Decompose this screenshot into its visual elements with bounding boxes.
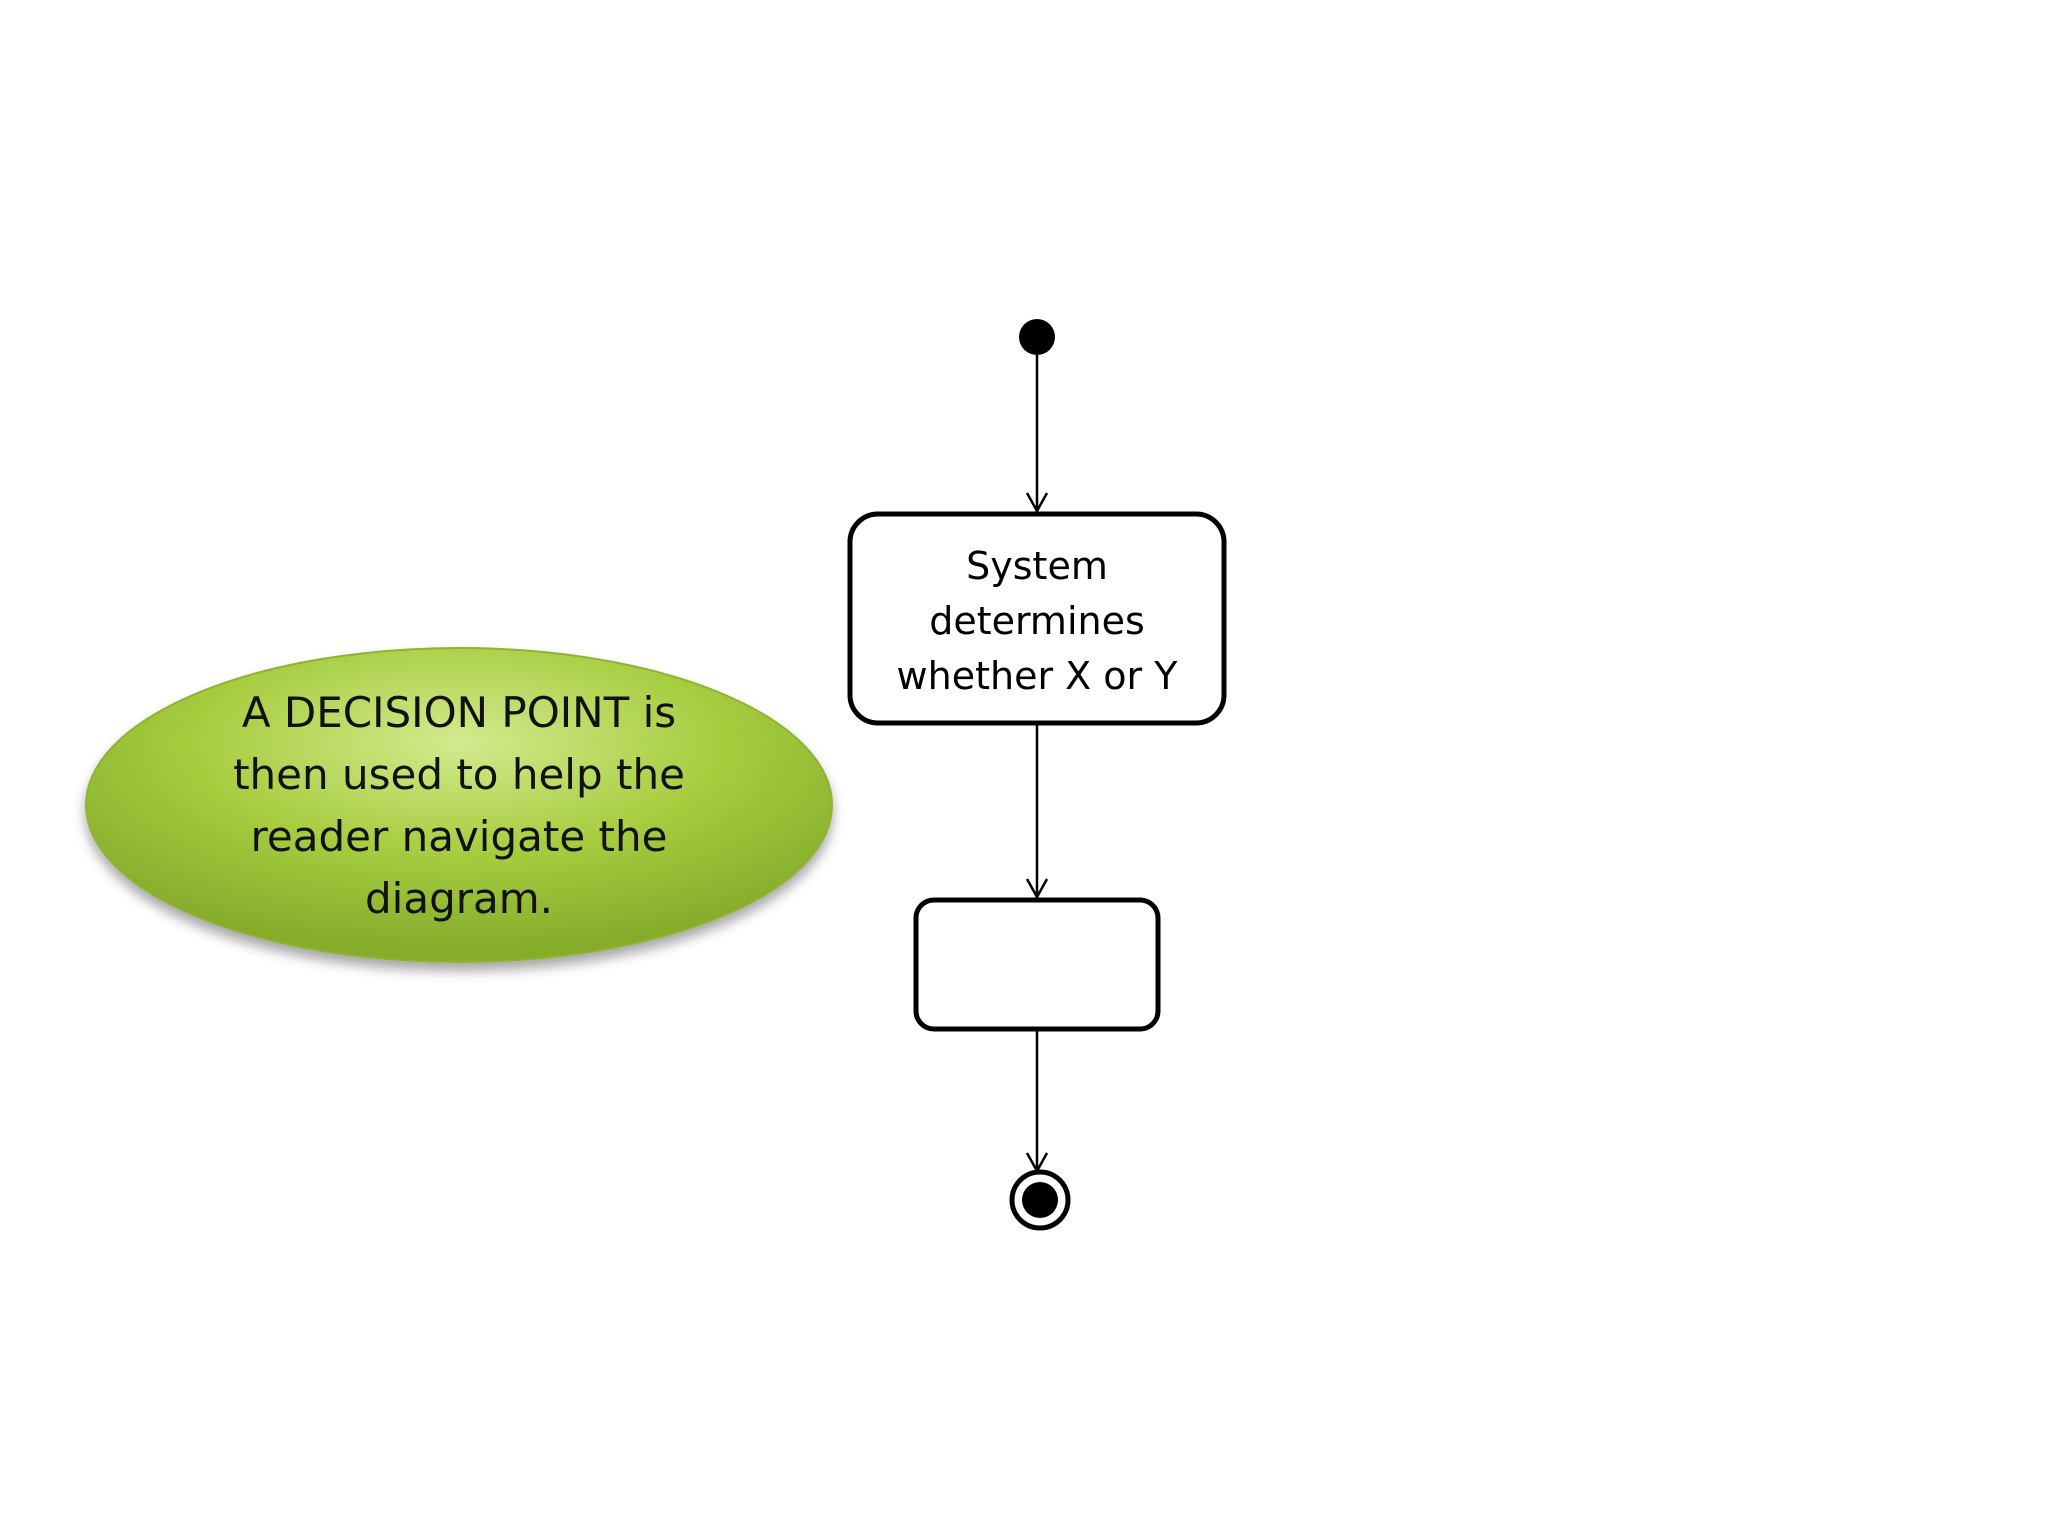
callout-ellipse: A DECISION POINT is then used to help th…: [85, 647, 833, 963]
final-node: [1009, 1169, 1071, 1231]
flow-arrow-activity-to-activity: [1025, 725, 1049, 900]
activity-1-line-3: whether X or Y: [897, 654, 1179, 698]
callout-line-2: then used to help the: [233, 750, 685, 799]
callout-line-3: reader navigate the: [251, 812, 668, 861]
activity-1-line-2: determines: [929, 599, 1145, 643]
initial-node: [1019, 319, 1055, 355]
flow-arrow-initial-to-activity: [1025, 355, 1049, 514]
activity-1-line-1: System: [966, 544, 1108, 588]
callout-line-1: A DECISION POINT is: [242, 688, 676, 737]
flow-arrow-activity-to-final: [1025, 1031, 1049, 1174]
activity-empty: [913, 897, 1161, 1032]
callout-line-4: diagram.: [365, 874, 553, 923]
activity-system-determines: System determines whether X or Y: [847, 511, 1227, 726]
